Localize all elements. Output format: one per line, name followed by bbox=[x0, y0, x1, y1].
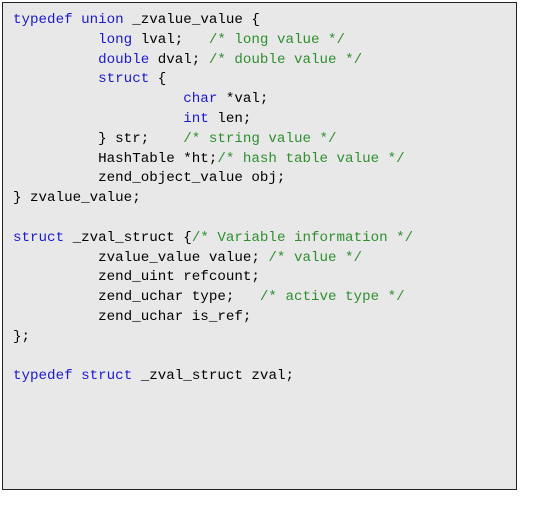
code-text: *val; bbox=[217, 91, 269, 108]
code-line: typedef struct _zval_struct zval; bbox=[13, 367, 413, 387]
code-line: zend_object_value obj; bbox=[13, 169, 413, 189]
code-text: zend_uint refcount; bbox=[13, 269, 260, 286]
code-line: typedef union _zvalue_value { bbox=[13, 11, 413, 31]
code-text: HashTable *ht; bbox=[13, 150, 218, 167]
code-line: }; bbox=[13, 328, 413, 348]
code-text: _zvalue_value { bbox=[123, 12, 260, 28]
code-keyword: long bbox=[98, 31, 133, 48]
code-text bbox=[73, 12, 82, 28]
code-keyword: struct bbox=[81, 368, 133, 385]
code-keyword: typedef bbox=[13, 12, 73, 28]
code-line: int len; bbox=[13, 110, 413, 130]
code-line: struct _zval_struct {/* Variable informa… bbox=[13, 229, 413, 249]
code-text: _zval_struct { bbox=[64, 229, 192, 246]
code-line: zend_uint refcount; bbox=[13, 268, 413, 288]
code-text: dval; bbox=[149, 51, 209, 68]
code-text: } zvalue_value; bbox=[13, 190, 141, 207]
code-keyword: typedef bbox=[13, 368, 73, 385]
code-text bbox=[73, 368, 82, 384]
code-line: HashTable *ht;/* hash table value */ bbox=[13, 150, 413, 170]
code-text: } str; bbox=[13, 130, 184, 147]
code-comment: /* Variable information */ bbox=[191, 229, 414, 246]
code-comment: /* string value */ bbox=[183, 130, 337, 147]
code-comment: /* value */ bbox=[268, 249, 363, 266]
code-text: zend_uchar is_ref; bbox=[13, 308, 252, 325]
code-keyword: struct bbox=[98, 71, 150, 88]
code-line: } zvalue_value; bbox=[13, 189, 413, 209]
code-comment: /* hash table value */ bbox=[217, 150, 405, 167]
code-block: typedef union _zvalue_value { long lval;… bbox=[13, 11, 413, 387]
code-keyword: char bbox=[183, 91, 218, 108]
code-text bbox=[13, 52, 98, 68]
code-keyword: double bbox=[98, 51, 150, 68]
code-text: _zval_struct zval; bbox=[132, 368, 294, 385]
code-keyword: struct bbox=[13, 229, 65, 246]
code-line: } str; /* string value */ bbox=[13, 130, 413, 150]
code-comment: /* active type */ bbox=[259, 289, 405, 306]
code-text bbox=[13, 111, 183, 127]
code-text bbox=[13, 32, 98, 48]
code-keyword: int bbox=[183, 110, 209, 127]
code-line: long lval; /* long value */ bbox=[13, 31, 413, 51]
code-line: zend_uchar type; /* active type */ bbox=[13, 288, 413, 308]
code-text bbox=[13, 91, 183, 107]
code-line: struct { bbox=[13, 70, 413, 90]
code-panel: typedef union _zvalue_value { long lval;… bbox=[2, 2, 517, 490]
code-text bbox=[13, 71, 98, 87]
code-text: }; bbox=[13, 328, 31, 345]
code-line bbox=[13, 348, 413, 368]
code-line: char *val; bbox=[13, 90, 413, 110]
code-text: zend_object_value obj; bbox=[13, 170, 286, 187]
code-text: zend_uchar type; bbox=[13, 289, 260, 306]
code-comment: /* double value */ bbox=[208, 51, 363, 68]
code-comment: /* long value */ bbox=[208, 31, 346, 48]
code-text: lval; bbox=[132, 31, 209, 48]
code-text: { bbox=[149, 71, 167, 88]
code-line: zvalue_value value; /* value */ bbox=[13, 249, 413, 269]
code-line: zend_uchar is_ref; bbox=[13, 308, 413, 328]
code-text: len; bbox=[208, 110, 252, 127]
code-keyword: union bbox=[81, 12, 124, 28]
code-line bbox=[13, 209, 413, 229]
code-text: zvalue_value value; bbox=[13, 249, 269, 266]
code-line: double dval; /* double value */ bbox=[13, 51, 413, 71]
